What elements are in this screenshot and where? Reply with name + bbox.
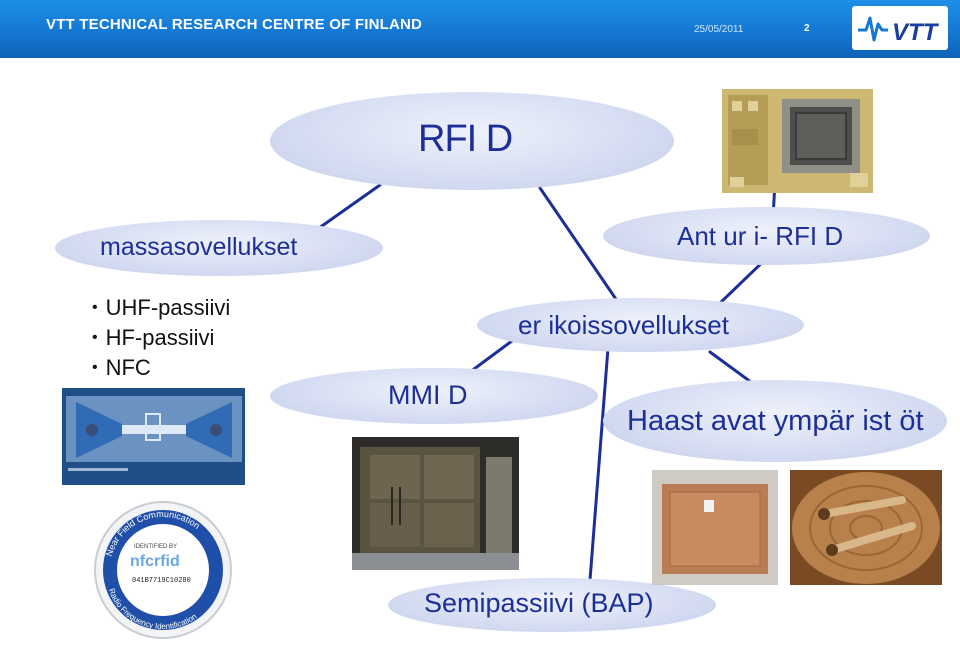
nfc-tag-image: Near Field Communication Radio Frequency… <box>88 500 238 640</box>
list-item: UHF-passiivi <box>92 294 230 324</box>
special-label: er ikoissovellukset <box>518 310 729 341</box>
wood-tag-image <box>790 470 942 585</box>
mass-label: massasovellukset <box>100 233 297 262</box>
harsh-label: Haast avat ympär ist öt <box>627 405 924 438</box>
list-item: HF-passiivi <box>92 324 230 354</box>
sensor-rfid-label: Ant ur i- RFI D <box>677 221 843 252</box>
connector-special-semi <box>590 348 608 580</box>
list-item: NFC <box>92 354 230 384</box>
nfc-identified-text: IDENTIFIED BY <box>134 544 177 550</box>
connector-rfid-special <box>540 188 620 305</box>
sensor-chip-image <box>722 89 873 193</box>
mmid-chip-image <box>352 437 519 570</box>
ceramic-tag-image <box>652 470 778 585</box>
semi-label: Semipassiivi (BAP) <box>424 588 654 619</box>
mass-applications-list: UHF-passiivi HF-passiivi NFC <box>92 294 230 384</box>
nfc-serial-text: 041B7719C10280 <box>132 577 191 585</box>
rfid-title: RFI D <box>418 118 512 161</box>
uhf-tag-image <box>62 388 245 485</box>
mmid-label: MMI D <box>388 380 467 411</box>
nfc-brand-text: nfcrfid <box>130 553 180 570</box>
